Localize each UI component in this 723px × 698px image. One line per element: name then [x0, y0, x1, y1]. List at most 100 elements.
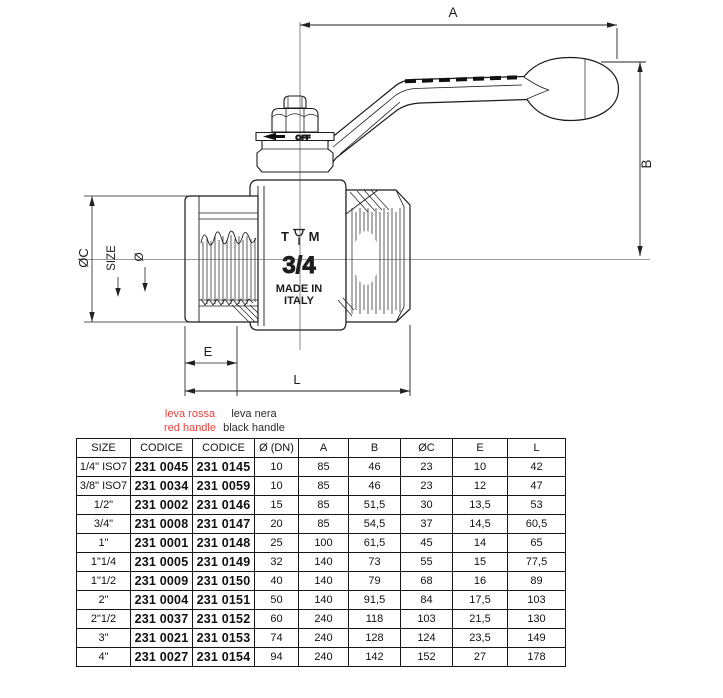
cell-size: 1/4" ISO7 [76, 457, 131, 477]
table-cell: 231 0002 [130, 495, 193, 515]
legend-black-handle: leva nera black handle [206, 407, 302, 435]
table-cell: 103 [400, 609, 453, 629]
brand-letter-m: M [309, 229, 320, 244]
table-cell: 178 [507, 647, 566, 667]
cell-size: 1"1/2 [76, 571, 131, 591]
table-cell: 149 [507, 628, 566, 648]
table-cell: 140 [298, 571, 349, 591]
table-cell: 15 [452, 552, 508, 572]
stem-nut [271, 107, 319, 133]
cell-size: 3" [76, 628, 131, 648]
table-cell: 40 [254, 571, 299, 591]
table-cell: 32 [254, 552, 299, 572]
left-port [184, 195, 259, 323]
table-cell: 10 [254, 457, 299, 477]
col-header-l: L [507, 438, 566, 458]
stem-assembly: OFF [255, 95, 335, 173]
body-markings: T M 3/4 MADE IN ITALY [276, 228, 322, 307]
col-header-dn: Ø (DN) [254, 438, 299, 458]
cell-size: 1/2" [76, 495, 131, 515]
table-cell: 231 0146 [192, 495, 255, 515]
dim-label-b: B [639, 159, 654, 168]
right-port [337, 189, 411, 323]
table-cell: 231 0151 [192, 590, 255, 610]
table-cell: 74 [254, 628, 299, 648]
table-cell: 15 [254, 495, 299, 515]
table-cell: 16 [452, 571, 508, 591]
size-marking: 3/4 [282, 252, 316, 279]
italy-marking: ITALY [284, 295, 315, 307]
cell-size: 3/4" [76, 514, 131, 534]
dim-label-a: A [448, 5, 457, 20]
dim-label-e: E [204, 344, 213, 359]
table-cell: 23 [400, 476, 453, 496]
header-row: SIZE CODICE CODICE Ø (DN) A B ØC E L [76, 438, 566, 458]
legend-red-handle: leva rossa red handle [142, 407, 238, 435]
table-cell: 140 [298, 552, 349, 572]
table-cell: 231 0001 [130, 533, 193, 553]
table-cell: 20 [254, 514, 299, 534]
table-cell: 85 [298, 476, 349, 496]
table-cell: 231 0154 [192, 647, 255, 667]
thread-crest [200, 230, 257, 246]
table-cell: 231 0149 [192, 552, 255, 572]
table-cell: 47 [507, 476, 566, 496]
direction-arrow [263, 132, 285, 141]
legend-black-line1: leva nera [231, 408, 277, 420]
table-cell: 10 [452, 457, 508, 477]
table-cell: 85 [298, 514, 349, 534]
dim-label-size: SIZE [106, 245, 118, 271]
table-cell: 73 [348, 552, 401, 572]
dimensions: A B ØC SIZE Ø E L [76, 5, 654, 396]
table-cell: 65 [507, 533, 566, 553]
thread-lines [202, 235, 256, 304]
table-cell: 60,5 [507, 514, 566, 534]
table-cell: 55 [400, 552, 453, 572]
table-cell: 231 0008 [130, 514, 193, 534]
table-cell: 231 0152 [192, 609, 255, 629]
table-cell: 231 0037 [130, 609, 193, 629]
cell-size: 2"1/2 [76, 609, 131, 629]
dim-label-l: L [293, 372, 300, 387]
table-cell: 13,5 [452, 495, 508, 515]
table-cell: 231 0150 [192, 571, 255, 591]
table-cell: 240 [298, 628, 349, 648]
col-header-codice1: CODICE [130, 438, 193, 458]
valve-body [249, 179, 347, 331]
col-header-e: E [452, 438, 508, 458]
union-rings [257, 186, 265, 326]
table-cell: 231 0005 [130, 552, 193, 572]
table-cell: 231 0009 [130, 571, 193, 591]
table-cell: 231 0059 [192, 476, 255, 496]
table-cell: 79 [348, 571, 401, 591]
grip-ridges [404, 75, 518, 84]
col-header-codice2: CODICE [192, 438, 255, 458]
table-cell: 240 [298, 609, 349, 629]
table-cell: 231 0153 [192, 628, 255, 648]
table-cell: 17,5 [452, 590, 508, 610]
stem-bolt [283, 95, 307, 109]
table-cell: 103 [507, 590, 566, 610]
legend-red-line2: red handle [164, 422, 216, 434]
cell-size: 1"1/4 [76, 552, 131, 572]
cell-size: 4" [76, 647, 131, 667]
table-cell: 85 [298, 495, 349, 515]
chamfer-hatch [349, 189, 390, 213]
section-hatch [231, 304, 259, 323]
table-cell: 10 [254, 476, 299, 496]
col-header-a: A [298, 438, 349, 458]
table-cell: 128 [348, 628, 401, 648]
table-cell: 77,5 [507, 552, 566, 572]
cell-size: 3/8" ISO7 [76, 476, 131, 496]
table-cell: 231 0045 [130, 457, 193, 477]
table-cell: 23 [400, 457, 453, 477]
table-cell: 21,5 [452, 609, 508, 629]
col-header-b: B [348, 438, 401, 458]
cell-size: 2" [76, 590, 131, 610]
col-header-oc: ØC [400, 438, 453, 458]
